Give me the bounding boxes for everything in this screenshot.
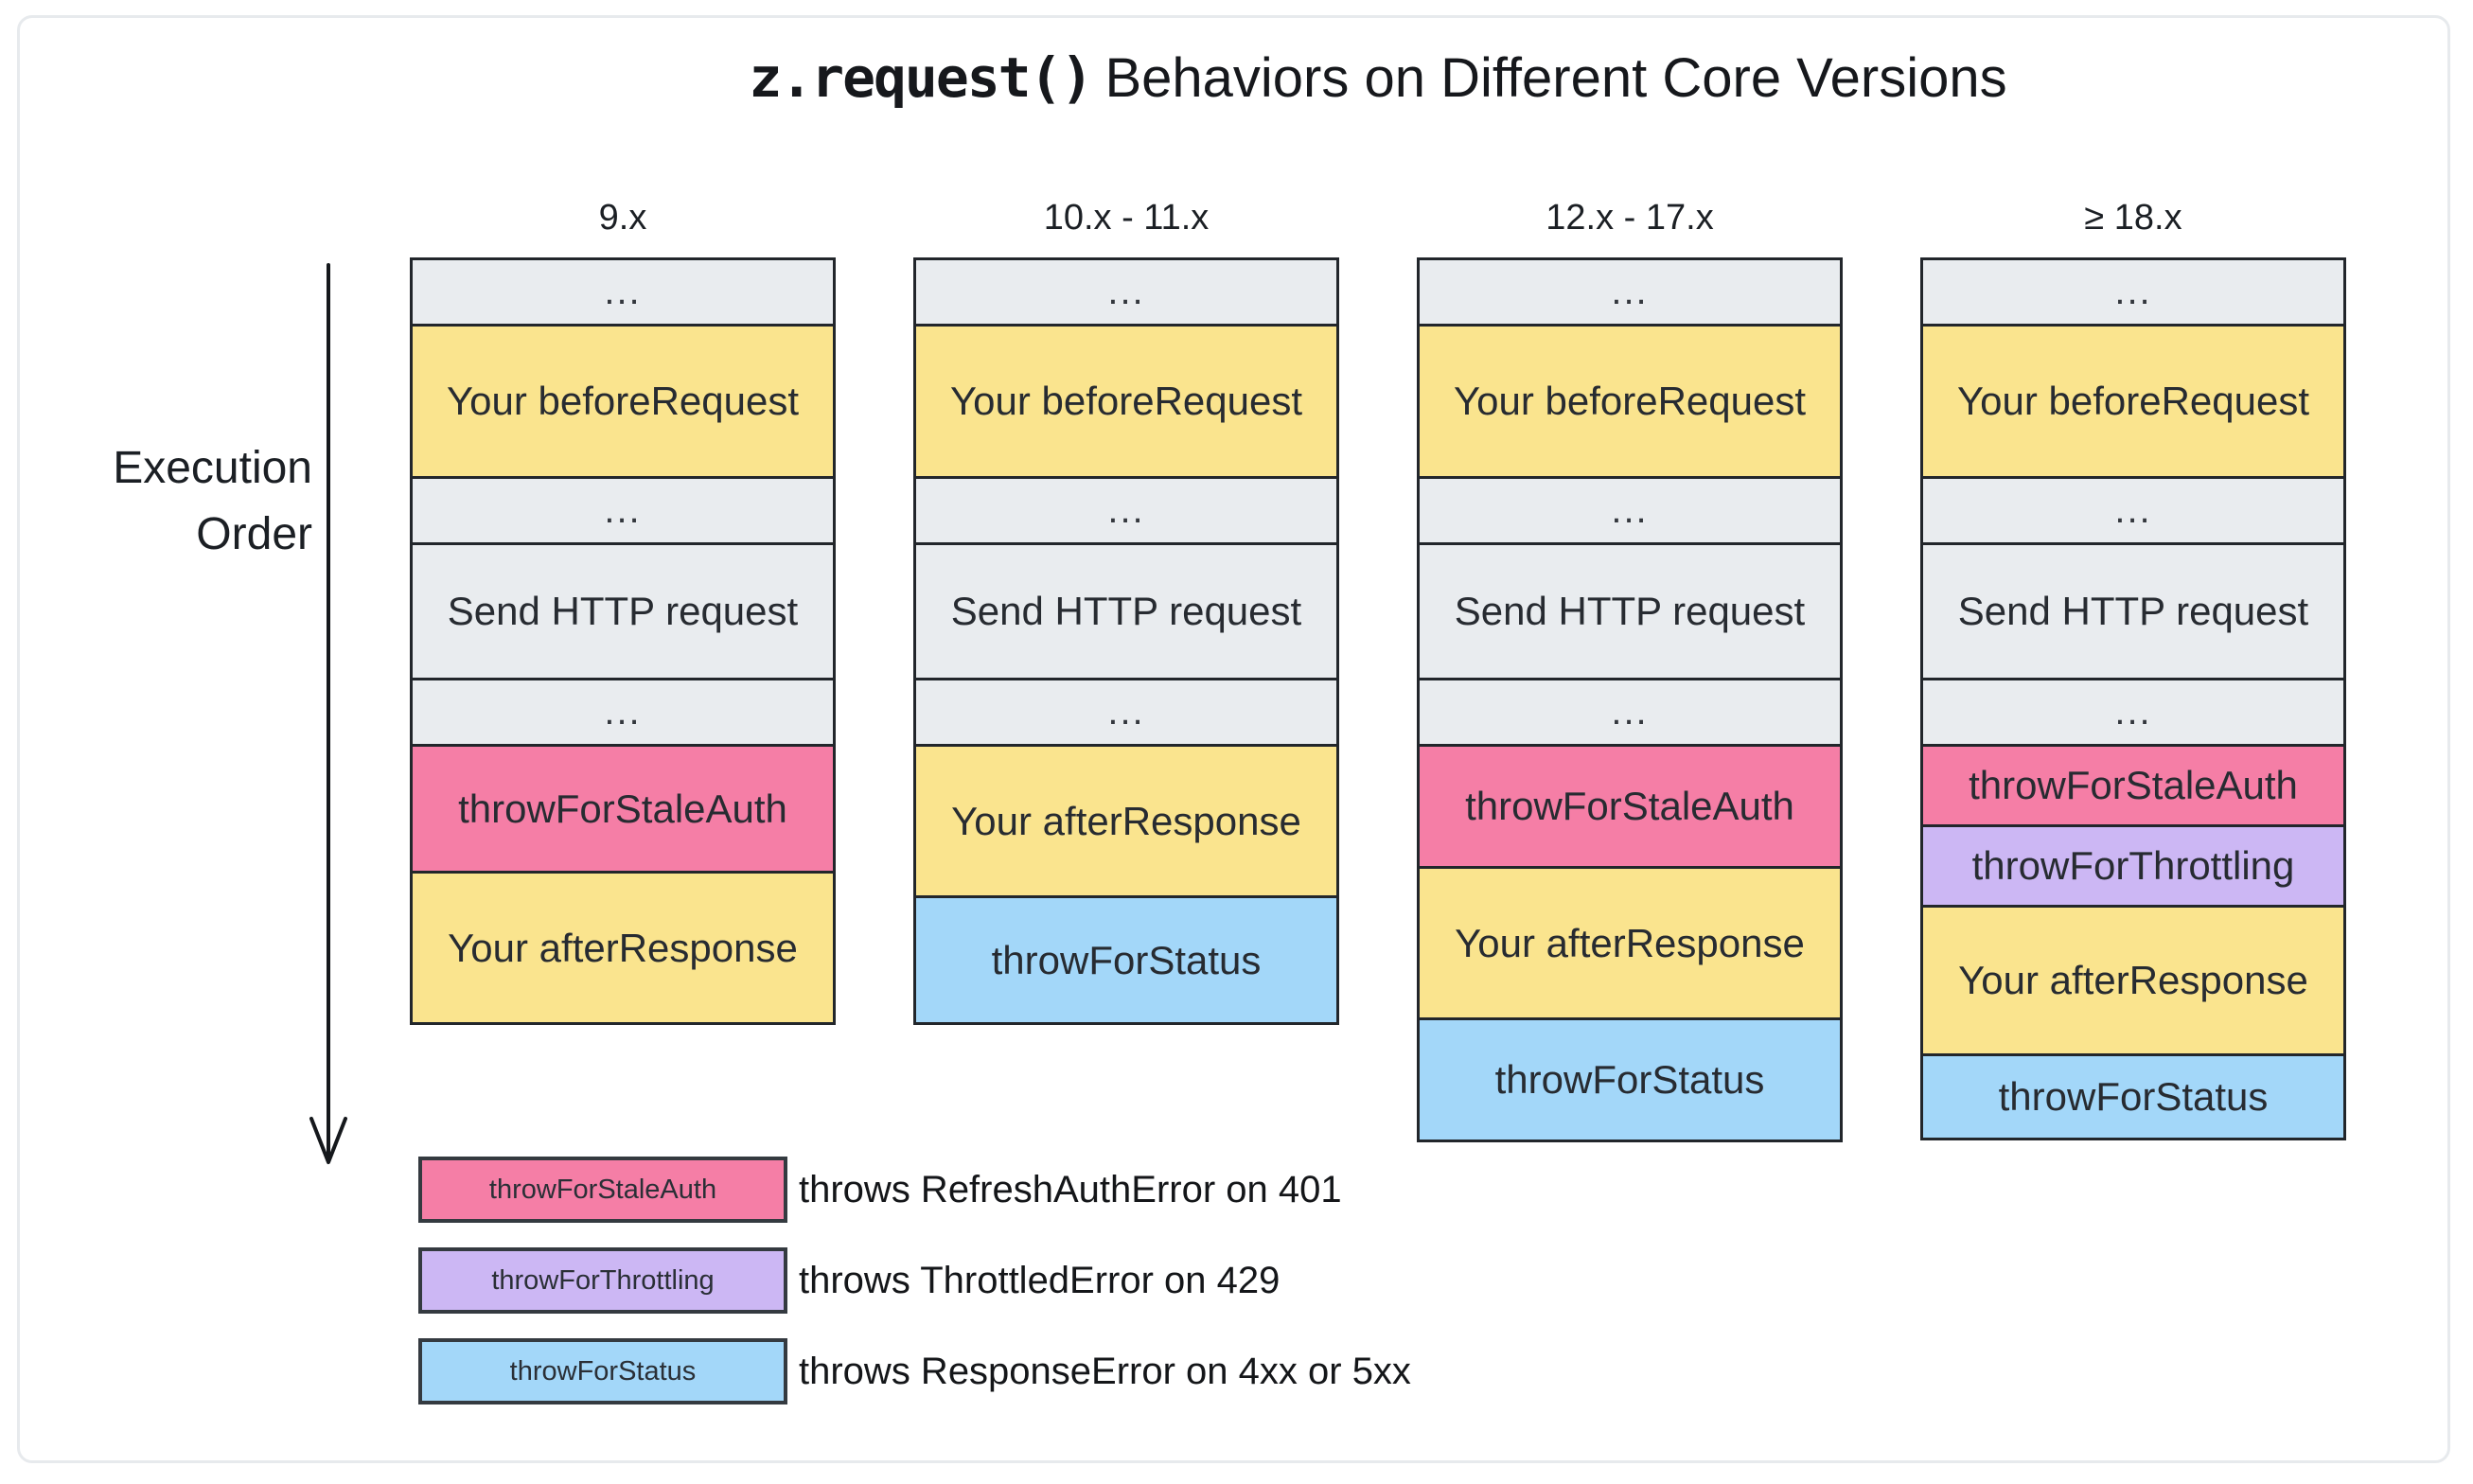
step-box-ellipsis: ... <box>1920 678 2346 747</box>
column-header: 10.x - 11.x <box>1043 198 1210 238</box>
step-box-ellipsis: ... <box>913 476 1339 545</box>
column-header: 12.x - 17.x <box>1546 198 1714 238</box>
diagram-title: z.request()Behaviors on Different Core V… <box>410 38 2346 118</box>
step-box-ellipsis: ... <box>1417 678 1843 747</box>
execution-order-line2: Order <box>196 509 312 559</box>
legend-description: throws ThrottledError on 429 <box>799 1259 1281 1301</box>
legend-description: throws RefreshAuthError on 401 <box>799 1168 1342 1210</box>
legend-item: throwForStaleAuth throws RefreshAuthError… <box>418 1157 1342 1223</box>
execution-arrow-icon <box>309 263 347 1164</box>
step-box: Send HTTP request <box>913 542 1339 680</box>
step-box: Send HTTP request <box>1417 542 1843 680</box>
title-code: z.request() <box>749 45 1093 110</box>
step-box: Your afterResponse <box>410 871 836 1025</box>
column-header: ≥ 18.x <box>2084 198 2182 238</box>
version-column: ...Your beforeRequest...Send HTTP reques… <box>410 257 836 1025</box>
step-box-ellipsis: ... <box>913 678 1339 747</box>
execution-order-label: Execution Order <box>38 435 312 568</box>
step-box: throwForStatus <box>1417 1017 1843 1142</box>
version-column: ...Your beforeRequest...Send HTTP reques… <box>1920 257 2346 1140</box>
step-box: throwForStatus <box>913 895 1339 1025</box>
step-box-ellipsis: ... <box>410 476 836 545</box>
step-box-ellipsis: ... <box>410 678 836 747</box>
step-box: Your beforeRequest <box>1920 324 2346 479</box>
step-box: Your afterResponse <box>913 744 1339 898</box>
step-box: Your beforeRequest <box>1417 324 1843 479</box>
step-box: Your beforeRequest <box>913 324 1339 479</box>
step-box: Your afterResponse <box>1417 866 1843 1020</box>
step-box: throwForThrottling <box>1920 824 2346 908</box>
version-column: ...Your beforeRequest...Send HTTP reques… <box>1417 257 1843 1142</box>
title-text: Behaviors on Different Core Versions <box>1104 47 2007 109</box>
step-box-ellipsis: ... <box>1920 476 2346 545</box>
legend-swatch: throwForThrottling <box>418 1247 787 1314</box>
legend-item: throwForStatus throws ResponseError on 4x… <box>418 1338 1411 1404</box>
legend-item: throwForThrottling throws ThrottledError … <box>418 1247 1280 1314</box>
step-box: Send HTTP request <box>410 542 836 680</box>
step-box-ellipsis: ... <box>410 257 836 327</box>
legend-swatch: throwForStatus <box>418 1338 787 1404</box>
step-box: Your afterResponse <box>1920 905 2346 1056</box>
legend-description: throws ResponseError on 4xx or 5xx <box>799 1350 1411 1392</box>
column-header: 9.x <box>598 198 647 238</box>
legend-swatch: throwForStaleAuth <box>418 1157 787 1223</box>
step-box: Your beforeRequest <box>410 324 836 479</box>
step-box: throwForStaleAuth <box>1417 744 1843 869</box>
step-box: throwForStatus <box>1920 1053 2346 1140</box>
step-box: Send HTTP request <box>1920 542 2346 680</box>
step-box: throwForStaleAuth <box>410 744 836 874</box>
step-box-ellipsis: ... <box>1417 257 1843 327</box>
execution-order-line1: Execution <box>113 443 312 493</box>
version-column: ...Your beforeRequest...Send HTTP reques… <box>913 257 1339 1025</box>
step-box-ellipsis: ... <box>913 257 1339 327</box>
step-box-ellipsis: ... <box>1417 476 1843 545</box>
step-box: throwForStaleAuth <box>1920 744 2346 827</box>
step-box-ellipsis: ... <box>1920 257 2346 327</box>
